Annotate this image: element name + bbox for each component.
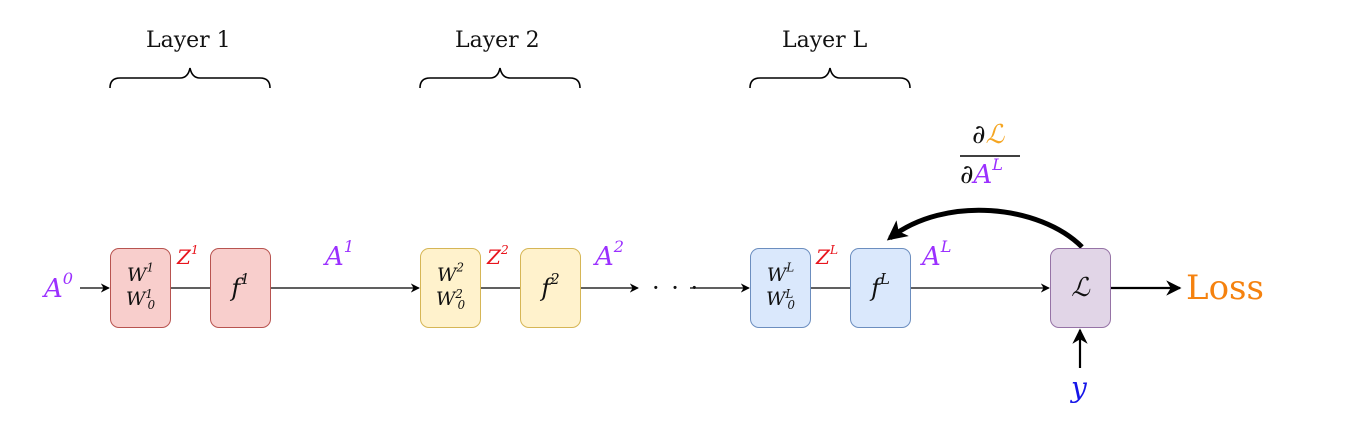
brace-layer-L: [749, 67, 911, 89]
aL-label: AL: [922, 237, 952, 272]
layer-2-weights-node: W2 W20: [420, 248, 481, 328]
zL-label: ZL: [816, 242, 839, 269]
gradient-arrow: [886, 207, 1084, 249]
a1-label: A1: [325, 237, 355, 272]
layer-2-f: f2: [541, 270, 560, 302]
gradient-numerator: ∂ℒ: [972, 120, 1005, 150]
loss-symbol: ℒ: [1071, 273, 1090, 303]
layer-1-w: W1: [126, 260, 155, 287]
layer-2-activation-node: f2: [520, 248, 581, 328]
layer-1-title: Layer 1: [146, 28, 231, 53]
layer-L-w: WL: [766, 260, 795, 287]
brace-layer-2: [419, 67, 581, 89]
layer-2-w: W2: [436, 260, 465, 287]
a0-label: A0: [44, 269, 74, 304]
layer-1-activation-node: f1: [210, 248, 271, 328]
ellipsis: · · ·: [652, 274, 701, 302]
layer-2-w0: W20: [435, 286, 466, 313]
layer-L-title: Layer L: [782, 28, 868, 53]
layer-1-weights-node: W1 W10: [110, 248, 171, 328]
layer-1-w0: W10: [125, 286, 156, 313]
gradient-denominator: ∂AL: [960, 155, 1003, 190]
a2-label: A2: [595, 237, 625, 272]
layer-1-f: f1: [231, 270, 250, 302]
target-y-label: y: [1071, 371, 1087, 404]
layer-L-weights-node: WL WL0: [750, 248, 811, 328]
z1-label: Z1: [177, 242, 199, 269]
layer-L-w0: WL0: [766, 286, 795, 313]
z2-label: Z2: [487, 242, 509, 269]
output-loss-label: Loss: [1186, 268, 1264, 308]
brace-layer-1: [109, 67, 271, 89]
layer-L-f: fL: [871, 270, 890, 302]
loss-node: ℒ: [1050, 248, 1111, 328]
layer-2-title: Layer 2: [455, 28, 540, 53]
layer-L-activation-node: fL: [850, 248, 911, 328]
